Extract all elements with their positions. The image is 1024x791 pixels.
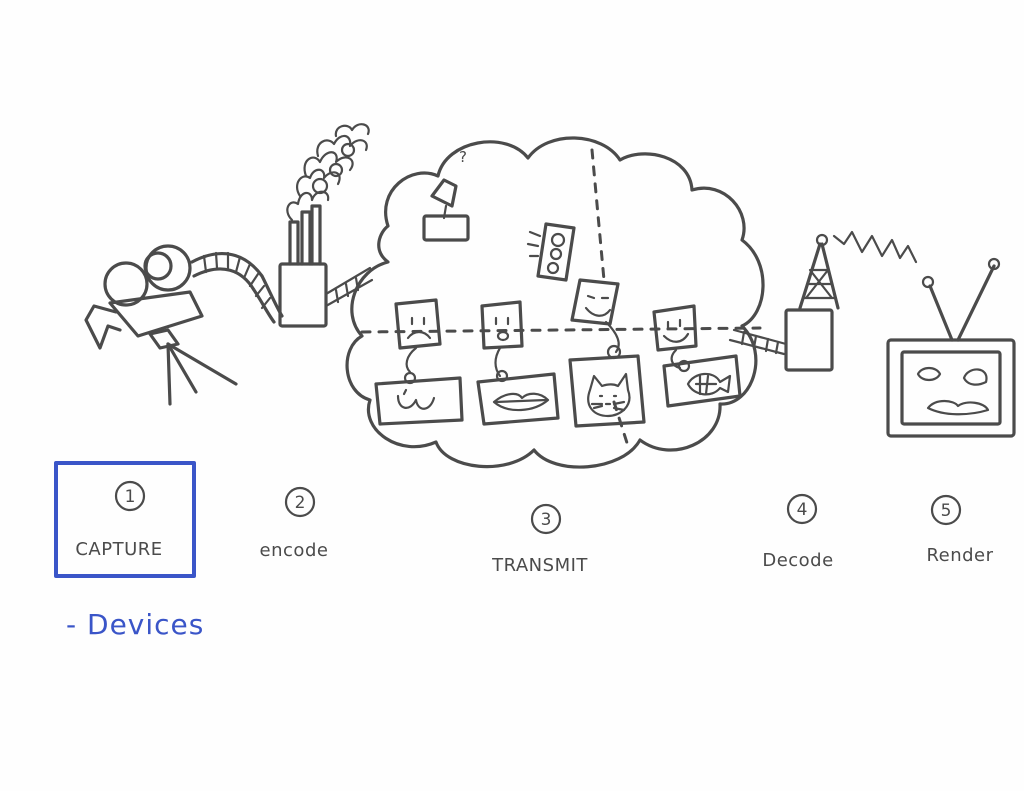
- movie-camera-icon: [84, 244, 238, 406]
- lips-frame: [374, 371, 464, 426]
- film-strip-icon: [324, 266, 374, 308]
- step-3: 3 TRANSMIT: [491, 503, 588, 576]
- decoder-box: [784, 308, 834, 372]
- step-2-number: 2: [295, 493, 306, 513]
- face-icon: [652, 304, 698, 370]
- signal-wave-icon: [832, 230, 918, 264]
- fish-icon: [662, 354, 742, 408]
- factory-icon: [278, 204, 328, 328]
- step-1: 1 CAPTURE: [75, 480, 162, 560]
- lips-icon: [476, 369, 560, 426]
- face-icon: [570, 278, 620, 354]
- film-strip-icon: [190, 251, 284, 324]
- traffic-light-icon: [526, 222, 576, 282]
- step-4: 4 Decode: [762, 493, 833, 571]
- step-3-label: TRANSMIT: [491, 555, 588, 576]
- step-5: 5 Render: [926, 494, 993, 566]
- cat-icon: [568, 344, 646, 428]
- step-4-number: 4: [797, 500, 808, 520]
- television-icon: [886, 257, 1016, 438]
- devices-note: - Devices: [66, 608, 204, 641]
- capture-highlight-box: [54, 461, 196, 578]
- step-2-label: encode: [260, 540, 329, 561]
- step-5-number: 5: [941, 501, 952, 521]
- film-strip-icon: [728, 328, 788, 356]
- radio-tower-icon: [798, 233, 840, 310]
- step-3-number: 3: [541, 510, 552, 530]
- smoke-icon: [286, 123, 370, 222]
- cloud-icon: [345, 136, 765, 469]
- step-1-label: CAPTURE: [75, 539, 162, 560]
- lamp-icon: ?: [422, 148, 470, 242]
- question-mark: ?: [459, 148, 467, 166]
- step-1-number: 1: [125, 487, 136, 507]
- step-4-label: Decode: [762, 550, 833, 571]
- step-5-label: Render: [926, 545, 993, 566]
- step-2: 2 encode: [260, 486, 329, 561]
- face-icon: [480, 300, 524, 378]
- face-icon: [394, 298, 442, 374]
